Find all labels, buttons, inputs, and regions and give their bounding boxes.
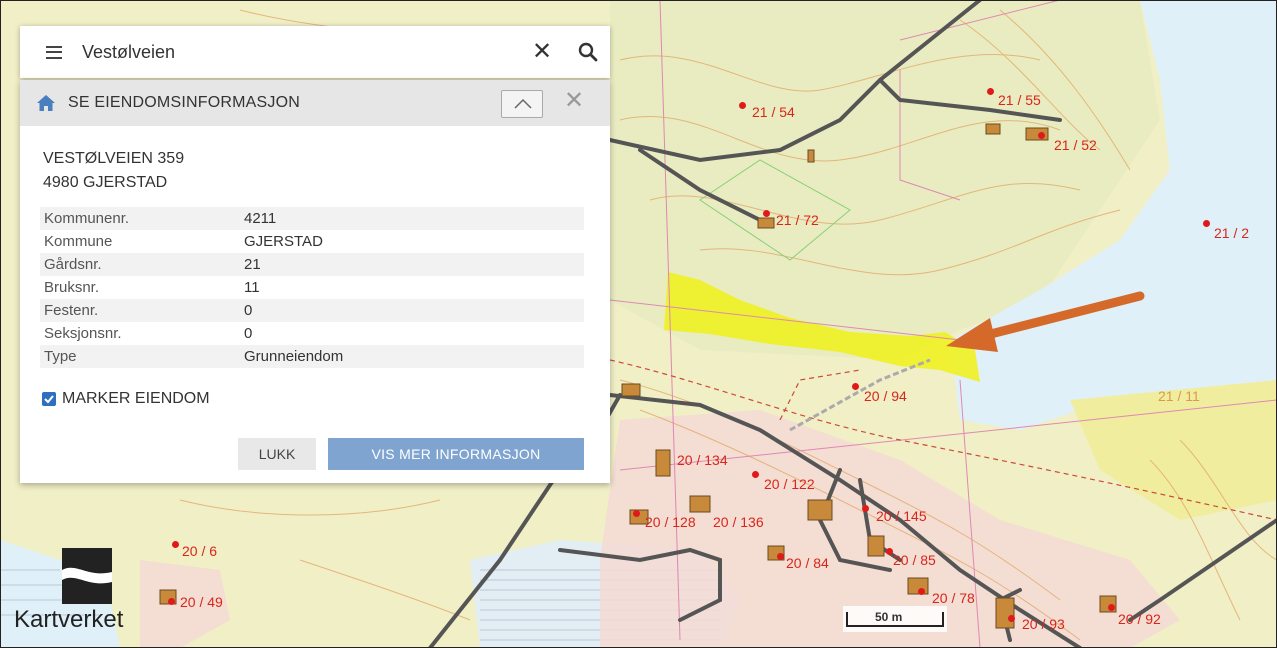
clear-search-icon[interactable]: ✕ [532, 38, 553, 65]
table-row: Type Grunneiendom [40, 345, 584, 368]
row-value: 11 [244, 279, 260, 296]
table-row: Kommunenr. 4211 [40, 207, 584, 230]
panel-header: SE EIENDOMSINFORMASJON ✕ [20, 80, 610, 126]
panel-close-icon[interactable]: ✕ [564, 87, 585, 114]
row-value: 21 [240, 253, 584, 276]
parcel-marker [739, 102, 746, 109]
parcel-label: 20 / 85 [893, 552, 936, 568]
collapse-button[interactable] [501, 90, 543, 118]
parcel-label: 20 / 145 [876, 508, 927, 524]
parcel-label: 21 / 55 [998, 92, 1041, 108]
parcel-label: 21 / 72 [776, 212, 819, 228]
marker-checkbox[interactable] [42, 392, 56, 406]
parcel-label: 20 / 93 [1022, 616, 1065, 632]
table-row: Bruksnr. 11 [40, 276, 584, 299]
scale-label: 50 m [875, 610, 903, 624]
logo-text: Kartverket [14, 606, 124, 633]
table-row: Kommune GJERSTAD [40, 230, 584, 253]
row-key: Kommunenr. [40, 207, 240, 230]
parcel-marker [168, 598, 175, 605]
parcel-label: 20 / 136 [713, 514, 764, 530]
parcel-label: 20 / 128 [645, 514, 696, 530]
parcel-marker [862, 505, 869, 512]
row-key: Festenr. [40, 299, 240, 322]
table-row: Seksjonsnr. 0 [40, 322, 584, 345]
parcel-marker [852, 383, 859, 390]
marker-checkbox-row[interactable]: MARKER EIENDOM [42, 390, 210, 408]
home-icon [37, 95, 55, 111]
parcel-label: 21 / 52 [1054, 137, 1097, 153]
search-bar: ✕ [20, 26, 610, 78]
parcel-label: 20 / 122 [764, 476, 815, 492]
parcel-label: 21 / 11 [1158, 388, 1200, 404]
parcel-label: 21 / 54 [752, 104, 795, 120]
parcel-label: 20 / 84 [786, 555, 829, 571]
parcel-label: 20 / 49 [180, 594, 223, 610]
property-table: Kommunenr. 4211 Kommune GJERSTAD Gårdsnr… [40, 207, 584, 368]
address-street: VESTØLVEIEN 359 [43, 150, 185, 167]
row-value: Grunneiendom [240, 345, 584, 368]
close-button[interactable]: LUKK [238, 438, 316, 470]
parcel-label: 20 / 6 [182, 543, 218, 559]
kartverket-logo-icon [62, 548, 112, 604]
parcel-marker [763, 210, 770, 217]
parcel-marker [1008, 615, 1015, 622]
panel-title: SE EIENDOMSINFORMASJON [68, 94, 300, 111]
parcel-marker [752, 471, 759, 478]
row-key: Bruksnr. [44, 279, 100, 296]
property-address: VESTØLVEIEN 359 4980 GJERSTAD [43, 147, 184, 195]
scale-bar: 50 m [843, 606, 947, 632]
parcel-label: 20 / 134 [677, 452, 728, 468]
row-key: Type [40, 345, 240, 368]
scale-bar-graphic [843, 606, 947, 632]
row-value: 0 [244, 325, 253, 342]
property-info-panel: SE EIENDOMSINFORMASJON ✕ VESTØLVEIEN 359… [20, 80, 610, 483]
search-input[interactable] [82, 41, 482, 63]
parcel-label: 20 / 94 [864, 388, 907, 404]
search-icon[interactable] [578, 42, 598, 62]
row-value: GJERSTAD [244, 233, 323, 250]
row-key: Gårdsnr. [40, 253, 240, 276]
parcel-marker [886, 548, 893, 555]
row-value: 4211 [240, 207, 584, 230]
parcel-marker [633, 510, 640, 517]
more-info-button[interactable]: VIS MER INFORMASJON [328, 438, 584, 470]
parcel-marker [1203, 220, 1210, 227]
parcel-marker [918, 588, 925, 595]
parcel-label: 20 / 78 [932, 590, 975, 606]
menu-icon[interactable] [46, 45, 62, 59]
checkmark-icon [44, 395, 54, 404]
parcel-label: 20 / 92 [1118, 611, 1161, 627]
row-value: 0 [240, 299, 584, 322]
row-key: Kommune [44, 233, 113, 250]
parcel-marker [172, 541, 179, 548]
parcel-marker [777, 553, 784, 560]
table-row: Festenr. 0 [40, 299, 584, 322]
chevron-up-icon [514, 98, 532, 109]
parcel-marker [987, 88, 994, 95]
table-row: Gårdsnr. 21 [40, 253, 584, 276]
row-key: Seksjonsnr. [44, 325, 122, 342]
marker-label: MARKER EIENDOM [62, 390, 210, 407]
parcel-label: 21 / 2 [1214, 225, 1250, 241]
address-postal: 4980 GJERSTAD [43, 174, 168, 191]
parcel-marker [1108, 604, 1115, 611]
parcel-marker [1038, 132, 1045, 139]
